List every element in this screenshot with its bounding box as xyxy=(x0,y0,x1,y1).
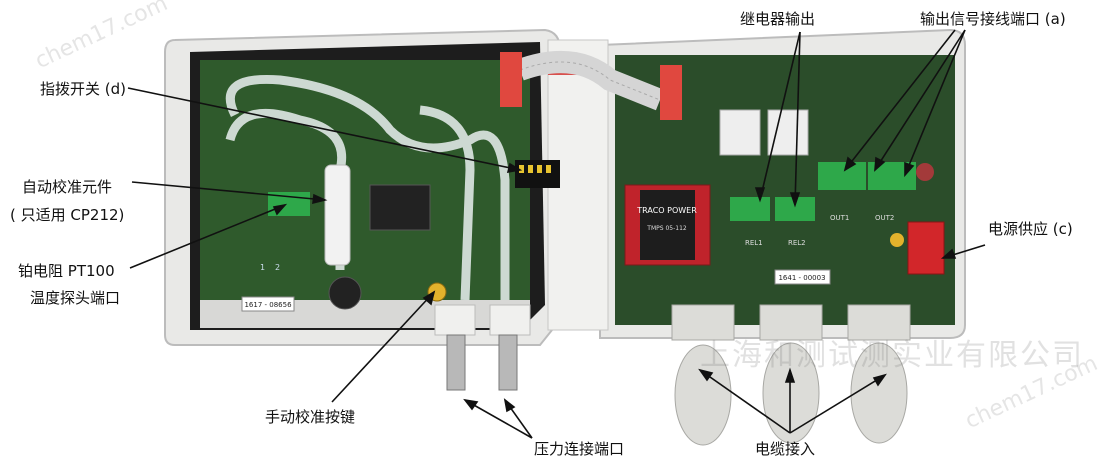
label-pressure-ports: 压力连接端口 xyxy=(534,440,625,458)
label-auto-calibration: 自动校准元件 xyxy=(22,178,113,196)
sticker-left-text: 1617 - 08656 xyxy=(244,301,292,309)
label-pt100: 铂电阻 PT100 xyxy=(18,262,115,280)
relay-1 xyxy=(719,109,761,156)
relay-2 xyxy=(767,109,809,156)
pin-label-1: 1 xyxy=(260,263,265,272)
label-cable-entry: 电缆接入 xyxy=(755,440,816,458)
label-pt100-port: 温度探头端口 xyxy=(30,289,121,307)
pin-label-2: 2 xyxy=(275,263,280,272)
pressure-connectors xyxy=(434,304,531,391)
pt100-port xyxy=(328,276,362,310)
auto-calibration-element xyxy=(324,164,351,266)
label-dip-switch: 指拨开关 (d) xyxy=(40,80,126,98)
dip-switch xyxy=(515,160,560,188)
relay-terminal-1 xyxy=(730,197,770,221)
rel1-label: REL1 xyxy=(745,239,763,247)
left-pcb xyxy=(200,60,530,315)
callout-lines xyxy=(127,29,986,439)
ribbon-cable xyxy=(500,51,682,120)
rel2-label: REL2 xyxy=(788,239,806,247)
out2-label: OUT2 xyxy=(875,214,894,222)
capacitor-component xyxy=(890,233,904,247)
label-power-supply: 电源供应 (c) xyxy=(988,220,1073,238)
fuse-component xyxy=(916,163,934,181)
microcontroller-chip xyxy=(369,184,431,231)
cable-glands xyxy=(671,304,911,446)
label-manual-calibration-button: 手动校准按键 xyxy=(265,408,356,426)
label-output-signal-terminal: 输出信号接线端口 (a) xyxy=(920,10,1066,28)
out1-label: OUT1 xyxy=(830,214,849,222)
traco-model-text: TMPS 05-112 xyxy=(646,225,687,232)
power-connector xyxy=(907,221,945,275)
label-relay-output: 继电器输出 xyxy=(740,10,816,28)
traco-brand-text: TRACO POWER xyxy=(636,206,697,215)
label-auto-calibration-note: ( 只适用 CP212) xyxy=(10,206,125,224)
sticker-right-text: 1641 - 00003 xyxy=(778,274,825,282)
watermark-company: 上海和测试测实业有限公司 xyxy=(700,338,1084,373)
output-terminal-1 xyxy=(818,162,866,190)
pneumatic-tubes xyxy=(225,74,510,301)
